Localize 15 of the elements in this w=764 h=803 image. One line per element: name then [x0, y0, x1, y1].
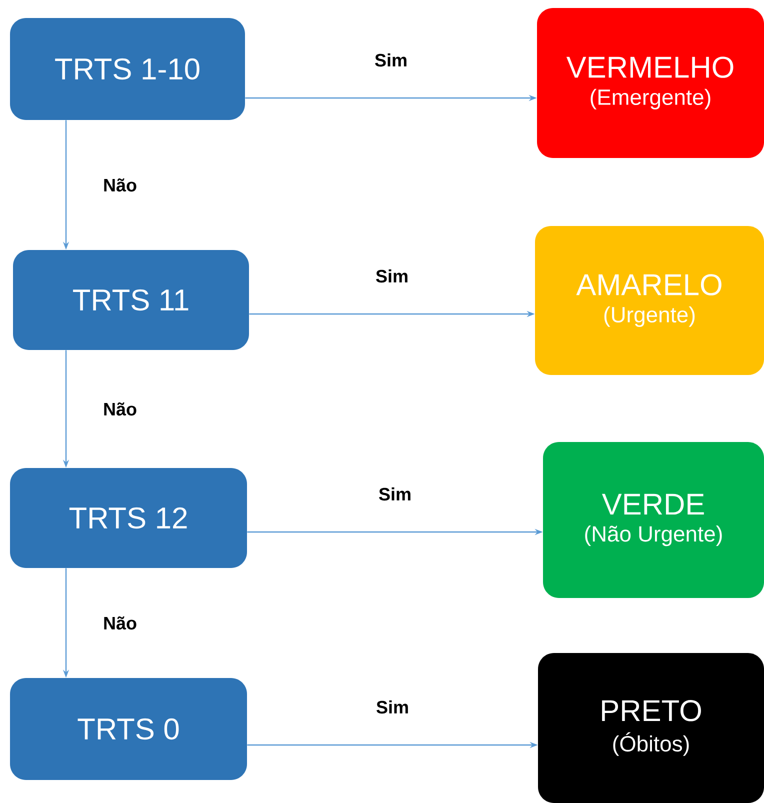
edge-label: Sim — [378, 486, 412, 502]
process-box: TRTS 1-10 — [10, 18, 245, 120]
edge-label: Sim — [374, 268, 410, 284]
category-box: PRETO (Óbitos) — [538, 653, 764, 803]
category-box: VERMELHO (Emergente) — [537, 8, 764, 158]
process-box: TRTS 11 — [13, 250, 249, 350]
edge-label: Não — [102, 177, 138, 193]
edge-label: Sim — [374, 52, 408, 68]
edge-label: Não — [102, 615, 138, 631]
process-box: TRTS 0 — [10, 678, 247, 780]
edge-label: Não — [102, 401, 138, 417]
edge-label: Sim — [375, 699, 410, 715]
category-box: AMARELO (Urgente) — [535, 226, 764, 375]
process-box: TRTS 12 — [10, 468, 247, 568]
category-box: VERDE (Não Urgente) — [543, 442, 764, 598]
